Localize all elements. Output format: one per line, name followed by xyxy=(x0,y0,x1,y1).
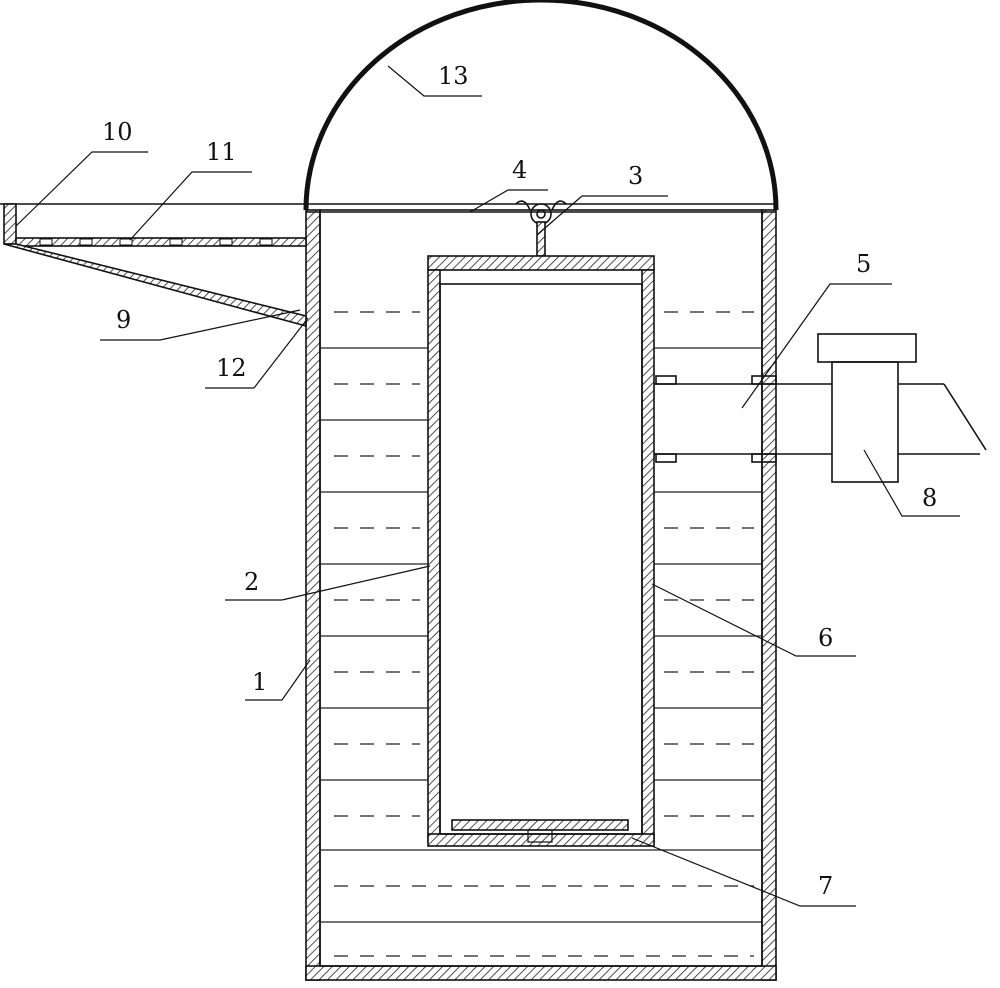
tray-perforations xyxy=(39,238,273,246)
flange-nut xyxy=(655,453,677,463)
callout-1: 1 xyxy=(252,668,267,696)
callout-12: 12 xyxy=(216,354,247,382)
leader-9 xyxy=(100,309,301,341)
tray-end-wall xyxy=(3,203,17,245)
outer-tank xyxy=(305,209,777,981)
callout-9: 9 xyxy=(116,306,131,334)
callout-2: 2 xyxy=(244,568,259,596)
callout-11: 11 xyxy=(206,138,237,166)
callout-labels: 1 2 3 4 5 6 7 8 9 10 11 12 13 xyxy=(102,62,937,900)
callout-3: 3 xyxy=(628,162,643,190)
callout-7: 7 xyxy=(818,872,833,900)
callout-8: 8 xyxy=(922,484,937,512)
leader-3 xyxy=(537,195,668,235)
callout-10: 10 xyxy=(102,118,133,146)
leader-2 xyxy=(225,565,431,601)
inner-cavity xyxy=(439,283,643,835)
outer-right-wall xyxy=(761,209,777,981)
inner-right-wall xyxy=(641,269,655,843)
filter-plate xyxy=(451,819,629,831)
outlet-pipe xyxy=(654,333,987,483)
hinge-pin-core xyxy=(536,209,546,219)
inner-container xyxy=(427,255,655,847)
outer-bottom-wall xyxy=(305,965,777,981)
dome-cover xyxy=(303,0,779,211)
callout-6: 6 xyxy=(818,624,833,652)
lid-assembly xyxy=(0,0,779,257)
callout-13: 13 xyxy=(438,62,469,90)
leader-7 xyxy=(631,837,856,907)
leader-lines xyxy=(15,65,960,907)
hanger-rod xyxy=(536,221,546,257)
valve-handle xyxy=(817,333,917,363)
leader-1 xyxy=(245,659,311,701)
pipe-cut-end xyxy=(943,383,987,451)
callout-5: 5 xyxy=(856,250,871,278)
flange-nut xyxy=(655,375,677,385)
callout-4: 4 xyxy=(512,156,527,184)
liquid-lines xyxy=(320,311,762,957)
valve-body xyxy=(831,361,899,483)
leader-13 xyxy=(387,65,482,97)
leader-6 xyxy=(651,583,856,657)
filter-plate-support xyxy=(527,829,553,843)
inner-bottom-wall xyxy=(427,833,655,847)
hinge-bracket xyxy=(515,200,567,211)
leader-4 xyxy=(469,189,548,213)
leader-11 xyxy=(129,171,252,241)
flange-nut xyxy=(751,453,777,463)
leader-8 xyxy=(863,449,960,517)
leader-5 xyxy=(741,283,892,409)
hinge-pin xyxy=(530,203,552,225)
inclined-chute xyxy=(3,243,307,328)
leader-10 xyxy=(15,151,148,227)
inner-top-cap xyxy=(427,255,655,271)
outer-left-wall xyxy=(305,209,321,981)
tray-perforated-plate xyxy=(15,237,307,247)
outer-tank-cavity xyxy=(319,209,763,967)
side-tray xyxy=(3,203,307,328)
inner-left-wall xyxy=(427,269,441,843)
leader-12 xyxy=(205,317,309,389)
